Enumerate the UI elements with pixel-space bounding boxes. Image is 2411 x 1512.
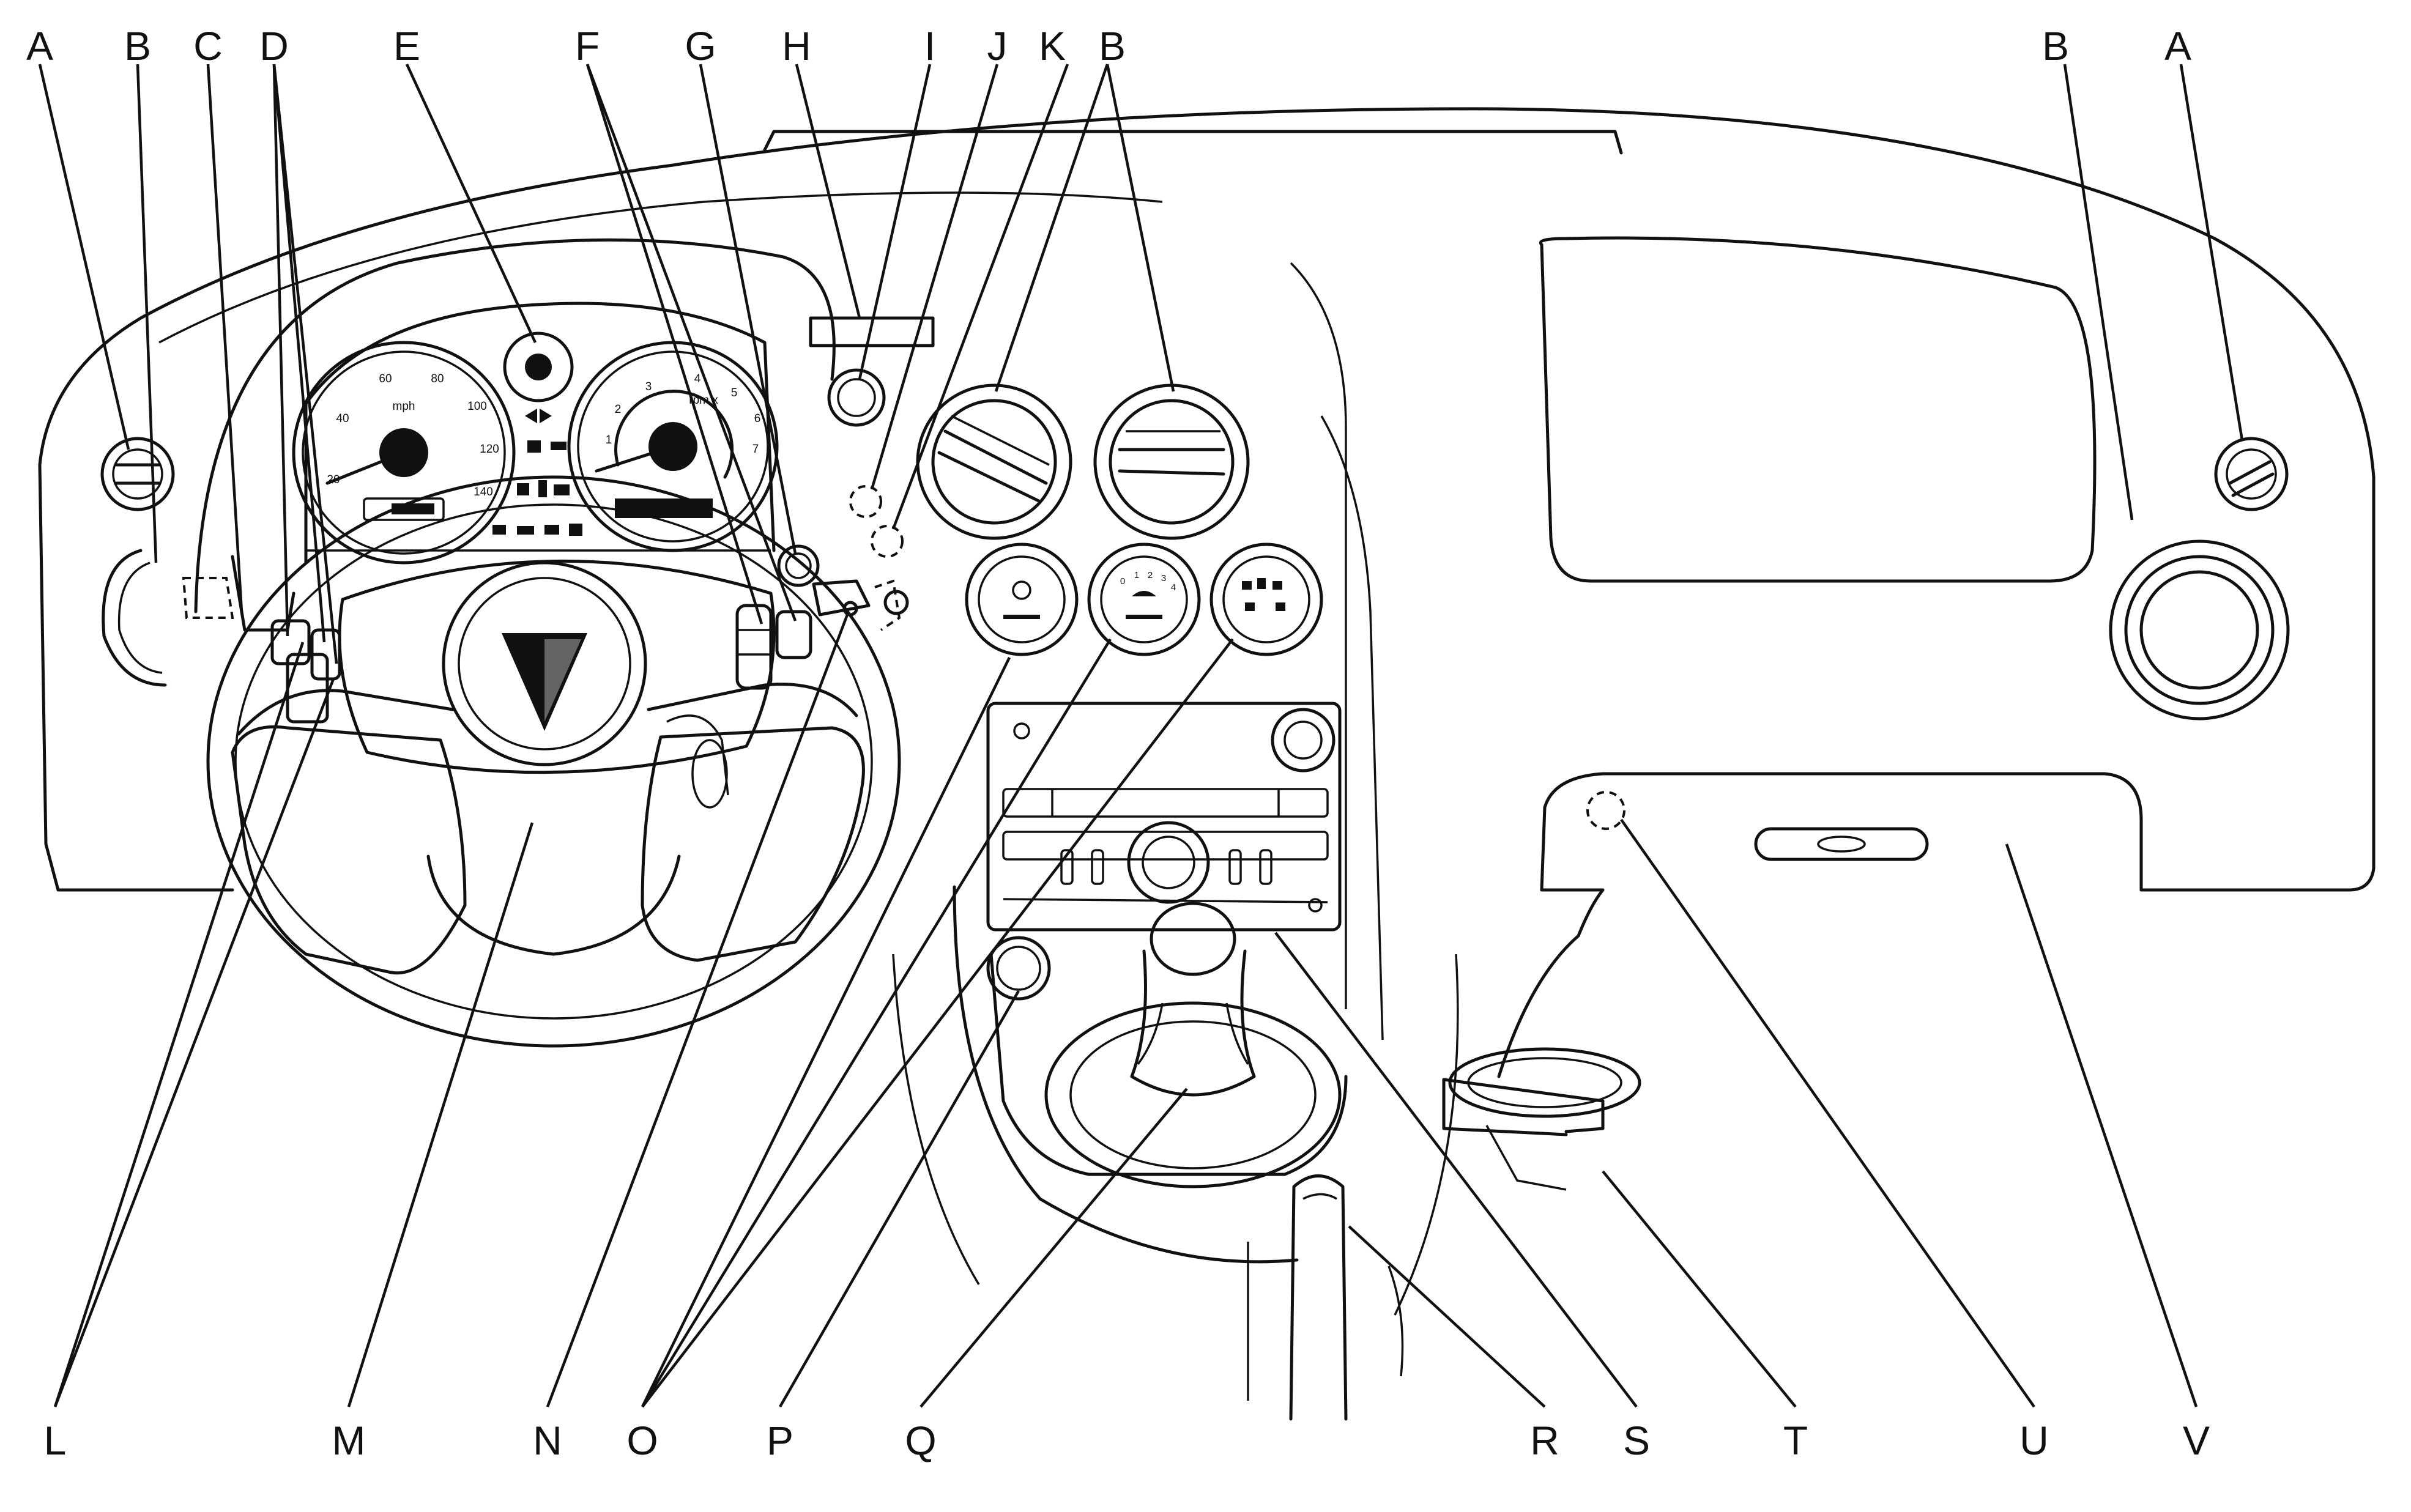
- temp-icon: [538, 480, 547, 497]
- fan-dial-tick: 2: [1148, 570, 1153, 580]
- tachometer-tick: 7: [752, 443, 759, 456]
- callout-a-left: A: [26, 23, 53, 69]
- center-air-vent-right: [1093, 384, 1250, 540]
- callout-q: Q: [905, 1418, 936, 1463]
- callout-v: V: [2183, 1418, 2210, 1463]
- passenger-dash-panel: [1539, 236, 2097, 583]
- speedometer-gauge: mph 20 40 60 80 100 120 140: [292, 341, 516, 565]
- speedometer-tick: 140: [474, 486, 493, 498]
- callout-k: K: [1039, 23, 1066, 69]
- tachometer-tick: 5: [731, 387, 738, 399]
- turn-signal-icon: [525, 409, 552, 423]
- fan-dial-tick: 1: [1134, 570, 1139, 580]
- callout-p: P: [767, 1418, 793, 1463]
- callout-h: H: [782, 23, 811, 69]
- parking-brake: [1247, 1174, 1404, 1421]
- audio-system: [986, 702, 1342, 932]
- center-warning-lights: [492, 332, 582, 536]
- tachometer-tick: 6: [754, 412, 761, 425]
- speedometer-tick: 60: [379, 372, 392, 385]
- callout-c: C: [193, 23, 223, 69]
- air-delivery-dial: [1209, 543, 1323, 656]
- oil-icon: [517, 483, 529, 495]
- tachometer-tick: 3: [645, 380, 652, 393]
- cupholder: [1442, 1047, 1641, 1191]
- speedometer-unit: mph: [393, 400, 415, 413]
- fan-dial-tick: 0: [1120, 576, 1125, 587]
- callout-s: S: [1623, 1418, 1650, 1463]
- speedometer-tick: 120: [480, 443, 499, 456]
- fan-dial-tick: 3: [1161, 573, 1166, 584]
- battery-icon: [554, 484, 570, 495]
- callout-m: M: [332, 1418, 366, 1463]
- callout-f: F: [575, 23, 600, 69]
- speedometer-tick: 100: [467, 400, 487, 413]
- callout-d: D: [259, 23, 289, 69]
- right-outer-vent: [2109, 539, 2290, 721]
- callout-e: E: [393, 23, 420, 69]
- speedometer-tick: 20: [327, 473, 340, 486]
- tachometer-tick: 4: [694, 372, 701, 385]
- steering-wheel: [206, 475, 901, 1048]
- leader-lines: [38, 64, 2244, 1408]
- callout-o: O: [626, 1418, 658, 1463]
- right-side-vent: [2214, 437, 2289, 511]
- temperature-dial: [965, 543, 1079, 656]
- callout-a-right: A: [2164, 23, 2191, 69]
- airbag-emblem: [442, 561, 647, 766]
- callout-g: G: [685, 23, 716, 69]
- fan-dial-tick: 4: [1171, 582, 1176, 593]
- tachometer-gauge: rpm x 1 2 3 4 5 6 7: [567, 341, 779, 552]
- callout-b-left: B: [124, 23, 151, 69]
- callout-labels: A B C D E F G H I J K B B A L M N O P Q …: [26, 23, 2210, 1463]
- callout-b-right: B: [2042, 23, 2069, 69]
- callout-r: R: [1530, 1418, 1559, 1463]
- console: [892, 885, 1459, 1316]
- pontiac-logo-icon: [502, 633, 587, 731]
- callout-i: I: [924, 23, 935, 69]
- fan-speed-dial: 0 1 2 3 4: [1087, 543, 1201, 656]
- tachometer-tick: 1: [606, 434, 612, 447]
- dashboard-outline: [38, 107, 2376, 1040]
- power-outlet: [986, 936, 1051, 1001]
- callout-j: J: [987, 23, 1008, 69]
- speedometer-tick: 40: [336, 412, 349, 425]
- shift-lever: [1044, 902, 1342, 1188]
- callout-l: L: [44, 1418, 67, 1463]
- glove-box: [1497, 772, 2143, 1078]
- headlamp-icon: [527, 440, 541, 453]
- left-side-vent: [100, 437, 175, 511]
- tachometer-tick: 2: [615, 403, 622, 416]
- callout-t: T: [1783, 1418, 1808, 1463]
- speedometer-tick: 80: [431, 372, 444, 385]
- ignition-area: [777, 316, 935, 587]
- center-air-vent-left: [916, 384, 1072, 540]
- callout-b-center: B: [1099, 23, 1126, 69]
- callout-n: N: [533, 1418, 562, 1463]
- callout-u: U: [2019, 1418, 2049, 1463]
- left-outer-vent: [102, 549, 167, 687]
